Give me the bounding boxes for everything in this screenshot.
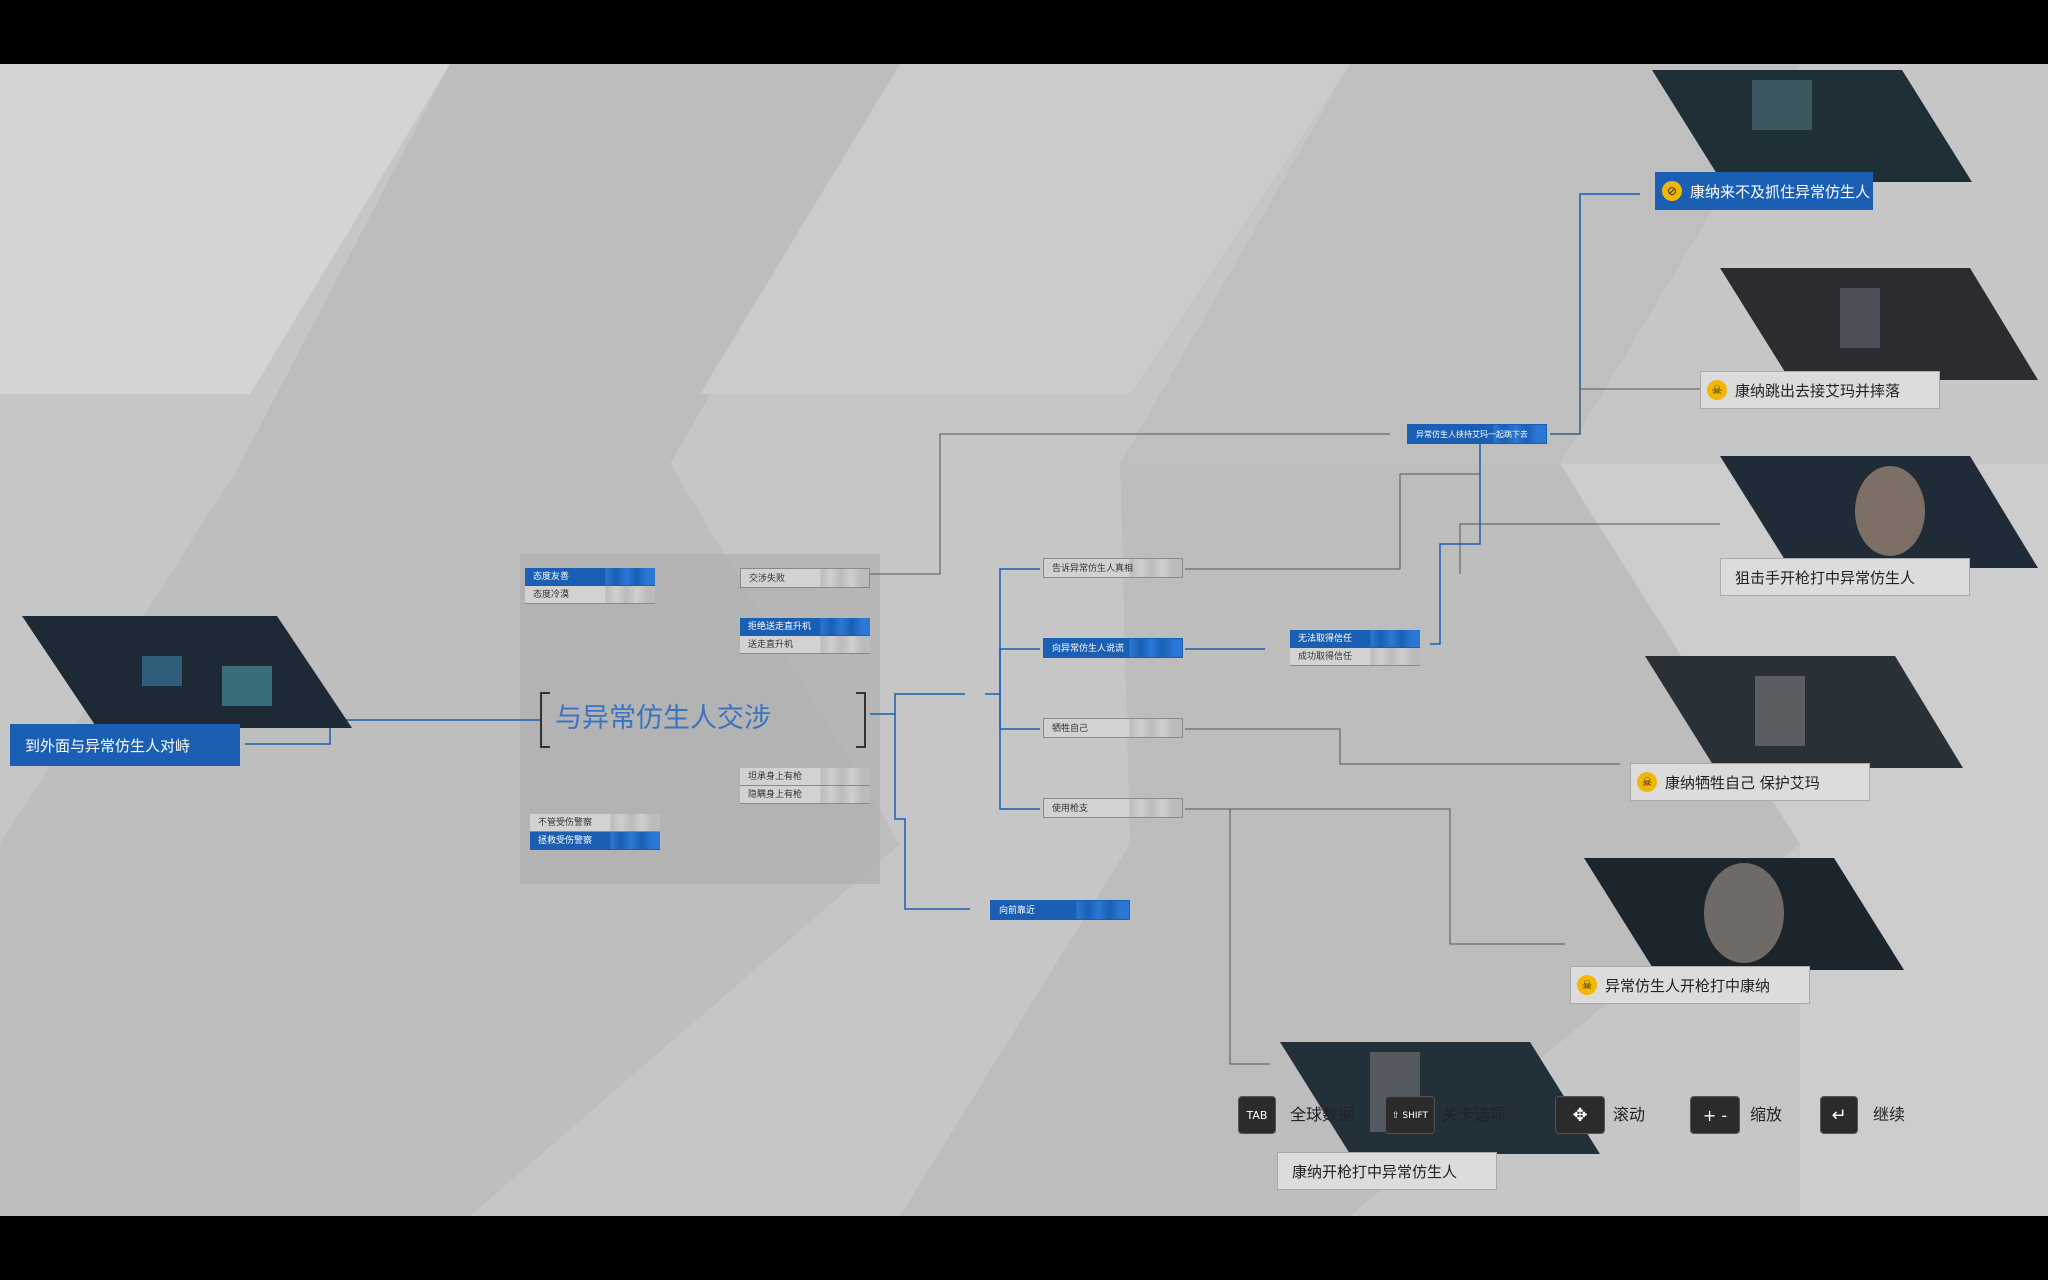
ending-4[interactable]: ☠ 康纳牺牲自己 保护艾玛 bbox=[1630, 763, 1870, 801]
ending-5[interactable]: ☠ 异常仿生人开枪打中康纳 bbox=[1570, 966, 1810, 1004]
zoom-keys[interactable]: + - bbox=[1690, 1096, 1740, 1134]
admit-gun[interactable]: 坦承身上有枪 bbox=[740, 768, 870, 786]
ending-thumbnail-5 bbox=[1584, 858, 1904, 970]
ending-3-label: 狙击手开枪打中异常仿生人 bbox=[1735, 569, 1916, 587]
ending-2[interactable]: ☠ 康纳跳出去接艾玛并摔落 bbox=[1700, 371, 1940, 409]
ignore-police[interactable]: 不管受伤警察 bbox=[530, 814, 660, 832]
trust-success[interactable]: 成功取得信任 bbox=[1290, 648, 1420, 666]
police-choice[interactable]: 不管受伤警察 拯救受伤警察 bbox=[530, 814, 660, 850]
flowchart-stage: 到外面与异常仿生人对峙 与异常仿生人交涉 态度友善 态度冷漠 交涉失败 拒绝送走… bbox=[0, 64, 2048, 1216]
ban-icon: ⊘ bbox=[1662, 181, 1682, 201]
ending-1[interactable]: ⊘ 康纳来不及抓住异常仿生人 bbox=[1655, 172, 1873, 210]
negotiation-failed-node[interactable]: 交涉失败 bbox=[740, 568, 870, 588]
attitude-cold[interactable]: 态度冷漠 bbox=[525, 586, 655, 604]
skull-icon: ☠ bbox=[1707, 380, 1727, 400]
tab-key[interactable]: TAB bbox=[1238, 1096, 1276, 1134]
start-node[interactable]: 到外面与异常仿生人对峙 bbox=[10, 724, 240, 766]
option-use-gun[interactable]: 使用枪支 bbox=[1043, 798, 1183, 818]
ending-thumbnail-4 bbox=[1645, 656, 1963, 768]
center-bracket-left bbox=[540, 692, 550, 748]
start-thumbnail bbox=[22, 616, 352, 728]
ending-3[interactable]: 狙击手开枪打中异常仿生人 bbox=[1720, 558, 1970, 596]
ending-2-label: 康纳跳出去接艾玛并摔落 bbox=[1735, 382, 1901, 400]
scroll-icon[interactable]: ✥ bbox=[1555, 1096, 1605, 1134]
ending-thumbnail-1 bbox=[1652, 70, 1972, 182]
ending-4-label: 康纳牺牲自己 保护艾玛 bbox=[1665, 774, 1820, 792]
send-helicopter[interactable]: 送走直升机 bbox=[740, 636, 870, 654]
shift-key[interactable]: ⇧ SHIFT bbox=[1385, 1096, 1435, 1134]
hud-label-scroll: 滚动 bbox=[1613, 1105, 1646, 1124]
attitude-choice[interactable]: 态度友善 态度冷漠 bbox=[525, 568, 655, 604]
option-lie[interactable]: 向异常仿生人说谎 bbox=[1043, 638, 1183, 658]
ending-thumbnail-3 bbox=[1720, 456, 2038, 568]
hud-label-continue: 继续 bbox=[1873, 1105, 1906, 1124]
skull-icon: ☠ bbox=[1577, 975, 1597, 995]
gun-choice[interactable]: 坦承身上有枪 隐瞒身上有枪 bbox=[740, 768, 870, 804]
trust-choice[interactable]: 无法取得信任 成功取得信任 bbox=[1290, 630, 1420, 666]
jump-node[interactable]: 异常仿生人挟持艾玛一起跳下去 bbox=[1407, 424, 1547, 444]
enter-key[interactable]: ↵ bbox=[1820, 1096, 1858, 1134]
ending-1-label: 康纳来不及抓住异常仿生人 bbox=[1690, 183, 1871, 201]
trust-failed[interactable]: 无法取得信任 bbox=[1290, 630, 1420, 648]
save-police[interactable]: 拯救受伤警察 bbox=[530, 832, 660, 850]
hide-gun[interactable]: 隐瞒身上有枪 bbox=[740, 786, 870, 804]
ending-6[interactable]: 康纳开枪打中异常仿生人 bbox=[1277, 1152, 1497, 1190]
refuse-helicopter[interactable]: 拒绝送走直升机 bbox=[740, 618, 870, 636]
hud-label-level: 关卡选项 bbox=[1442, 1105, 1507, 1124]
center-title: 与异常仿生人交涉 bbox=[555, 703, 771, 734]
skull-icon: ☠ bbox=[1637, 772, 1657, 792]
hud-label-global: 全球数据 bbox=[1290, 1105, 1355, 1124]
ending-6-label: 康纳开枪打中异常仿生人 bbox=[1292, 1163, 1458, 1181]
option-sacrifice[interactable]: 牺牲自己 bbox=[1043, 718, 1183, 738]
ending-thumbnail-2 bbox=[1720, 268, 2038, 380]
ending-5-label: 异常仿生人开枪打中康纳 bbox=[1605, 977, 1771, 995]
attitude-friendly[interactable]: 态度友善 bbox=[525, 568, 655, 586]
option-tell-truth[interactable]: 告诉异常仿生人真相 bbox=[1043, 558, 1183, 578]
approach-node[interactable]: 向前靠近 bbox=[990, 900, 1130, 920]
hud-label-zoom: 缩放 bbox=[1750, 1105, 1783, 1124]
helicopter-choice[interactable]: 拒绝送走直升机 送走直升机 bbox=[740, 618, 870, 654]
center-bracket-right bbox=[856, 692, 866, 748]
